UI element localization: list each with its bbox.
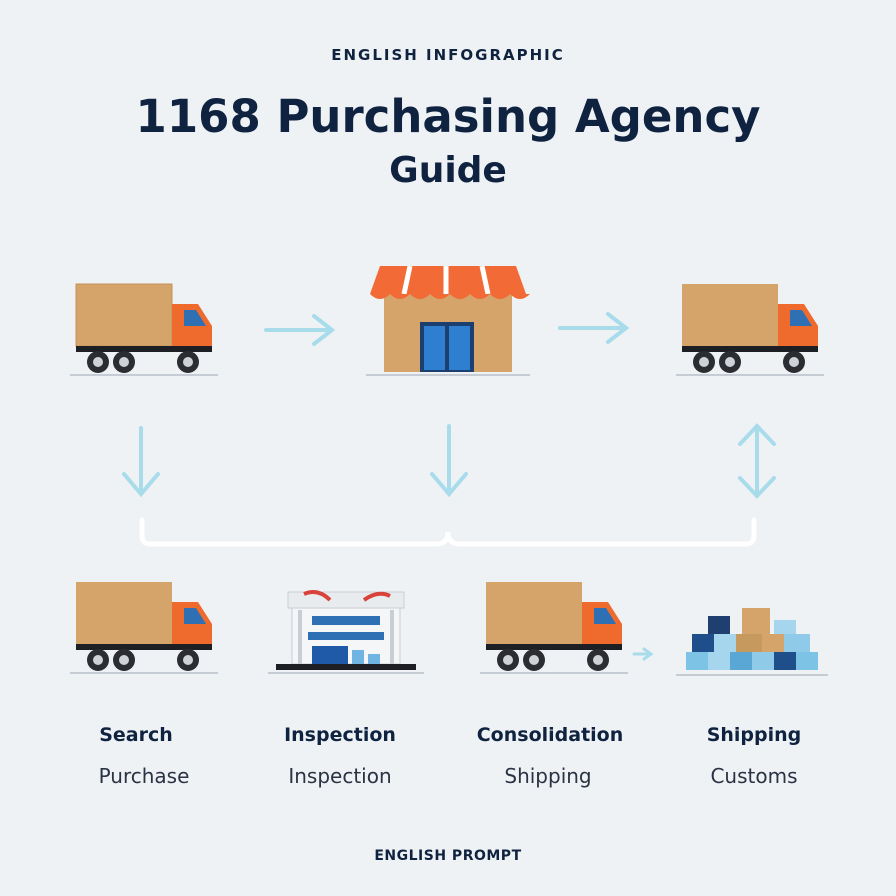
arrow-up-down-icon [738, 423, 776, 499]
step-1-subtitle: Purchase [98, 764, 190, 788]
arrow-down-icon [430, 424, 468, 498]
boxes-icon [676, 608, 828, 676]
footer-text: ENGLISH PROMPT [374, 848, 522, 864]
step-4-subtitle: Customs [710, 764, 798, 788]
truck-icon [480, 582, 628, 674]
truck-icon [676, 284, 824, 376]
truck-icon [70, 582, 218, 674]
small-arrow-right-icon [632, 647, 654, 661]
step-3-subtitle: Shipping [504, 764, 592, 788]
page-title: 1168 Purchasing Agency [135, 90, 761, 143]
bracket-connector [139, 517, 757, 547]
step-1-title: Search [99, 724, 173, 746]
arrow-down-icon [122, 426, 160, 498]
page-subtitle: Guide [389, 150, 507, 191]
truck-icon [70, 283, 218, 376]
warehouse-icon [268, 590, 424, 674]
step-2-title: Inspection [284, 724, 396, 746]
arrow-right-icon [558, 312, 630, 344]
arrow-right-icon [264, 314, 336, 346]
infographic-kicker: ENGLISH INFOGRAPHIC [331, 46, 565, 64]
store-icon [366, 265, 530, 376]
step-2-subtitle: Inspection [288, 764, 392, 788]
step-4-title: Shipping [706, 724, 802, 746]
step-3-title: Consolidation [476, 724, 624, 746]
